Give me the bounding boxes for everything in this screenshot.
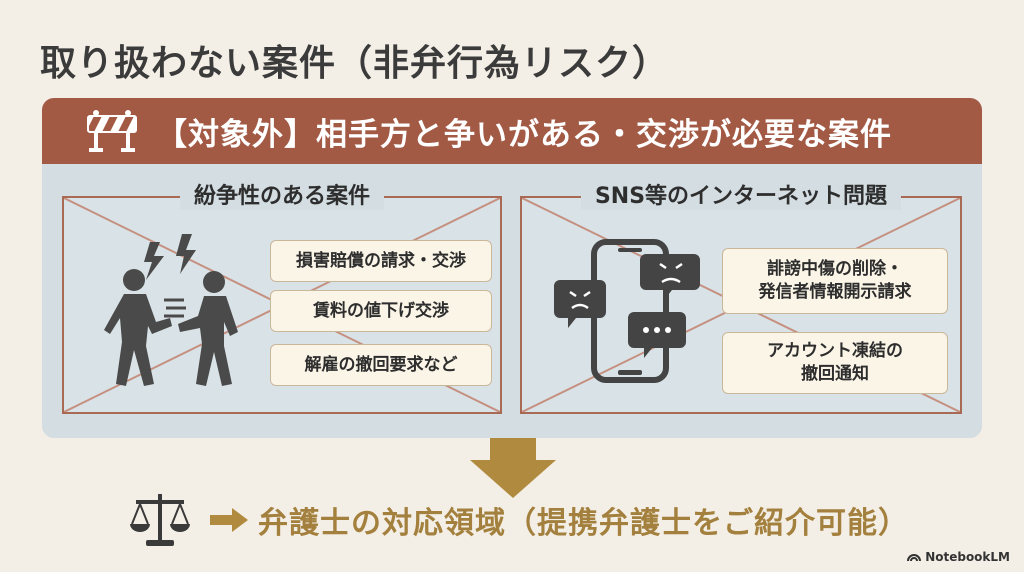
list-item: 解雇の撤回要求など [270,344,492,386]
internet-issues-card: SNS等のインターネット問題 誹謗中傷の削除・ 発信者情報開示請求 アカウント凍… [520,178,962,414]
brand-name: NotebookLM [925,550,1010,564]
list-item: 賃料の値下げ交渉 [270,290,492,332]
brand-mark: NotebookLM [907,550,1010,564]
list-item: 誹謗中傷の削除・ 発信者情報開示請求 [722,248,948,314]
banner-text: 【対象外】相手方と争いがある・交渉が必要な案件 [156,116,892,153]
list-item-line: 誹謗中傷の削除・ [767,259,903,280]
scales-of-justice-icon [130,494,190,546]
list-item-line: 撤回通知 [801,364,869,384]
dispute-cases-card: 紛争性のある案件 損害賠償の請求・交渉 賃料の値下げ交渉 解雇の撤回要求など [62,178,502,414]
list-item-line: アカウント凍結の [767,341,903,362]
page-title: 取り扱わない案件（非弁行為リスク） [40,43,670,84]
arguing-people-icon [104,234,238,386]
list-item: 損害賠償の請求・交渉 [270,240,492,282]
lawyer-domain-text: 弁護士の対応領域（提携弁護士をご紹介可能） [258,506,909,541]
list-item-line: 発信者情報開示請求 [758,282,912,302]
right-arrow-icon [210,508,248,532]
dispute-cases-heading: 紛争性のある案件 [179,178,385,210]
internet-issues-heading: SNS等のインターネット問題 [580,178,902,210]
list-item: アカウント凍結の 撤回通知 [722,332,948,394]
down-arrow-icon [470,438,556,498]
footer-row: 弁護士の対応領域（提携弁護士をご紹介可能） [128,488,909,552]
road-barrier-icon [86,110,137,152]
smartphone-angry-chat-icon [554,239,700,383]
exclusion-banner: 【対象外】相手方と争いがある・交渉が必要な案件 [42,98,982,164]
notebooklm-logo-icon [907,554,922,562]
